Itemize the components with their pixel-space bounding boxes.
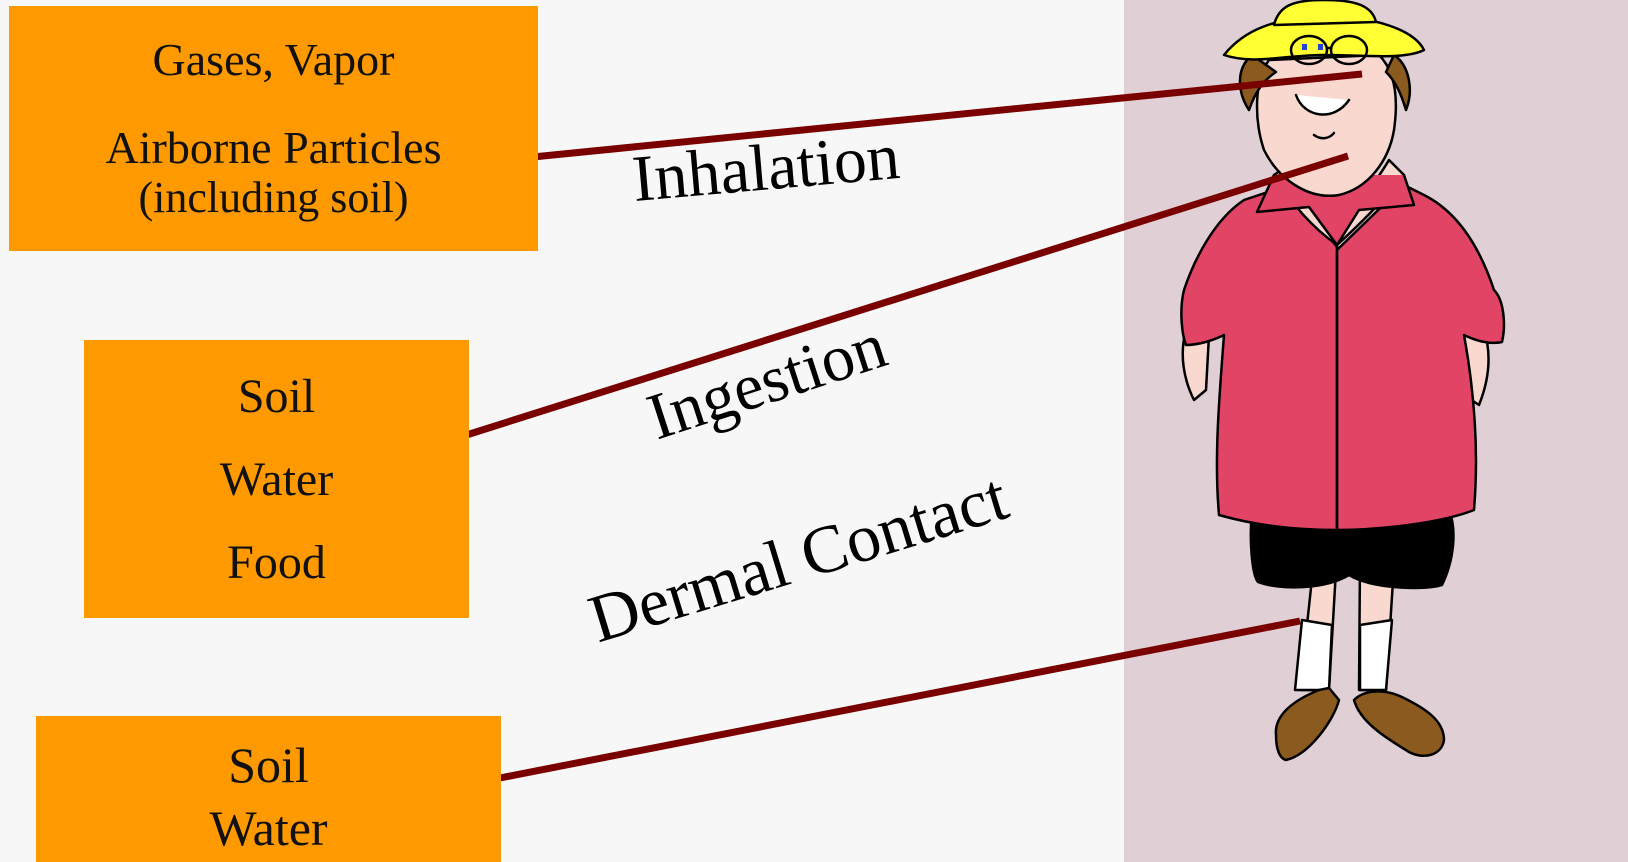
ingestion-sources-box: Soil Water Food bbox=[84, 340, 469, 618]
food-label: Food bbox=[227, 535, 326, 590]
soil-label: Soil bbox=[238, 369, 315, 424]
ingestion-connector-line bbox=[457, 156, 1348, 438]
including-soil-label: (including soil) bbox=[138, 174, 408, 222]
soil-label: Soil bbox=[228, 734, 309, 797]
airborne-sources-box: Gases, Vapor Airborne Particles (includi… bbox=[9, 6, 538, 251]
airborne-particles-label: Airborne Particles bbox=[106, 123, 442, 174]
gases-vapor-label: Gases, Vapor bbox=[153, 35, 395, 86]
water-label: Water bbox=[209, 797, 327, 860]
water-label: Water bbox=[220, 452, 333, 507]
dermal-sources-box: Soil Water bbox=[36, 716, 501, 862]
